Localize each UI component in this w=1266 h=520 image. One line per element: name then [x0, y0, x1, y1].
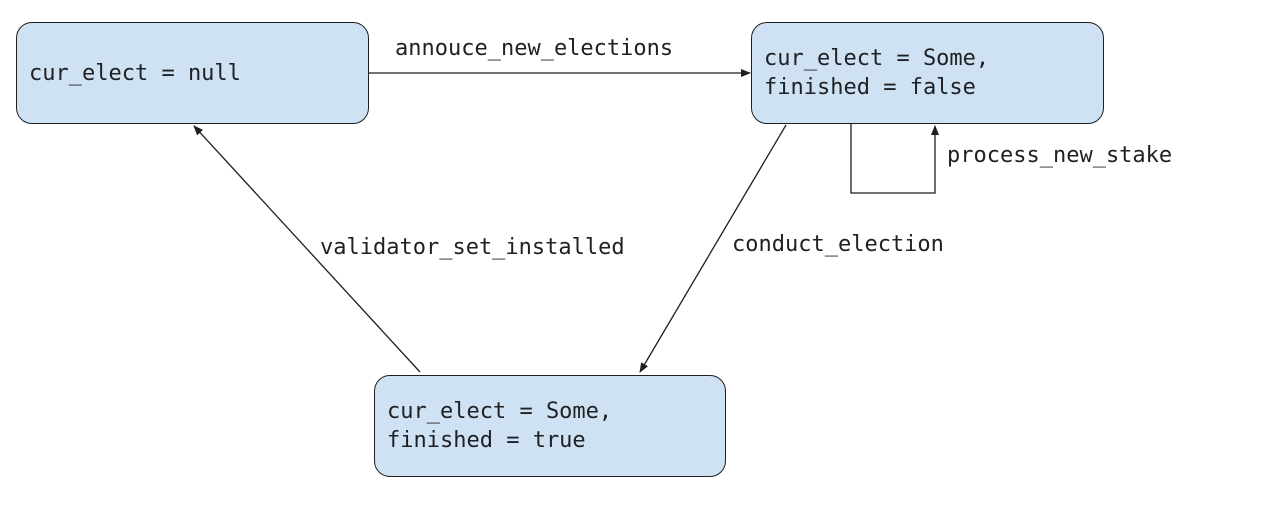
state-null-text: cur_elect = null: [29, 60, 241, 86]
state-running-line1: cur_elect = Some,: [764, 46, 990, 71]
state-election-running: cur_elect = Some, finished = false: [751, 22, 1104, 124]
state-running-line2: finished = false: [764, 75, 976, 100]
state-election-finished: cur_elect = Some, finished = true: [374, 375, 726, 477]
arrow-conduct: [639, 124, 787, 373]
label-conduct-election: conduct_election: [732, 232, 944, 257]
state-finished-line1: cur_elect = Some,: [387, 399, 613, 424]
arrow-process-stake-loop: [850, 124, 939, 194]
label-validator-set-installed: validator_set_installed: [320, 235, 625, 260]
state-null: cur_elect = null: [16, 22, 369, 124]
state-finished-line2: finished = true: [387, 428, 586, 453]
label-process-new-stake: process_new_stake: [947, 143, 1173, 168]
arrow-validator-installed: [193, 125, 421, 373]
label-announce-new-elections: annouce_new_elections: [395, 36, 674, 61]
